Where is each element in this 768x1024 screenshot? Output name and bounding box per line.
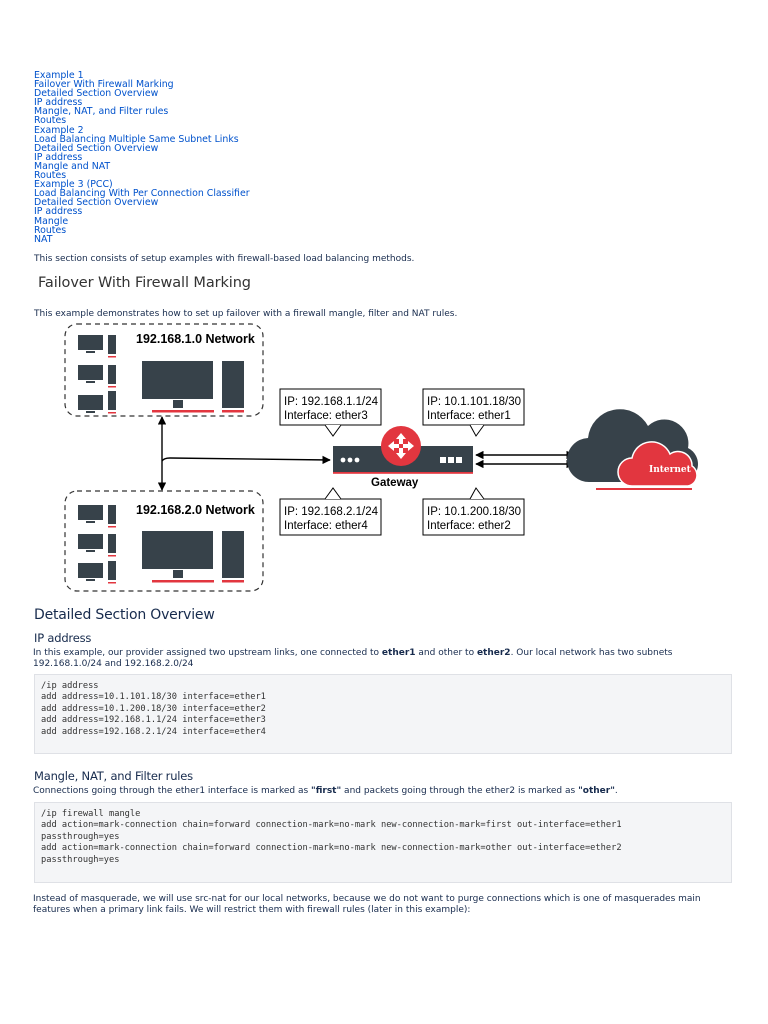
svg-text:Interface: ether1: Interface: ether1 [427,410,511,422]
interface-box-ether3: IP: 192.168.1.1/24 Interface: ether3 [280,389,381,436]
mangle-code-block[interactable]: /ip firewall mangle add action=mark-conn… [34,802,732,883]
internet-label: Internet [649,465,692,475]
svg-text:IP: 10.1.101.18/30: IP: 10.1.101.18/30 [427,396,521,408]
toc-link-routes[interactable]: Routes [34,226,250,235]
computer-icon [142,531,244,583]
ip-address-heading: IP address [34,631,91,645]
workstation-icon [78,335,116,414]
gateway-label: Gateway [371,477,419,489]
svg-text:IP: 192.168.2.1/24: IP: 192.168.2.1/24 [284,506,379,518]
workstation-icon [78,505,116,584]
intro-text: This section consists of setup examples … [34,254,414,264]
toc-link-nat[interactable]: NAT [34,235,250,244]
table-of-contents: Example 1 Failover With Firewall Marking… [34,71,250,244]
section-heading: Detailed Section Overview [34,607,215,623]
svg-text:IP: 192.168.1.1/24: IP: 192.168.1.1/24 [284,396,379,408]
network-diagram: 192.168.1.0 Network 192.168.2.0 Network [0,318,768,600]
toc-link-mangle-nat[interactable]: Mangle and NAT [34,162,250,171]
mangle-paragraph: Connections going through the ether1 int… [33,786,737,797]
srcnat-paragraph: Instead of masquerade, we will use src-n… [33,894,737,916]
svg-text:IP: 10.1.200.18/30: IP: 10.1.200.18/30 [427,506,521,518]
cloud-icon [567,409,698,490]
network-2-label: 192.168.2.0 Network [136,503,255,517]
network-1-label: 192.168.1.0 Network [136,332,255,346]
router-icon [333,426,473,474]
ip-address-code-block[interactable]: /ip address add address=10.1.101.18/30 i… [34,674,732,754]
computer-icon [142,361,244,413]
interface-box-ether1: IP: 10.1.101.18/30 Interface: ether1 [423,389,524,436]
toc-link-mangle[interactable]: Mangle [34,217,250,226]
svg-text:Interface: ether4: Interface: ether4 [284,520,368,532]
svg-text:Interface: ether2: Interface: ether2 [427,520,511,532]
ip-address-paragraph: In this example, our provider assigned t… [33,648,737,670]
svg-text:Interface: ether3: Interface: ether3 [284,410,368,422]
interface-box-ether2: IP: 10.1.200.18/30 Interface: ether2 [423,488,524,535]
interface-box-ether4: IP: 192.168.2.1/24 Interface: ether4 [280,488,381,535]
mangle-heading: Mangle, NAT, and Filter rules [34,769,193,783]
toc-link-mangle-nat-filter[interactable]: Mangle, NAT, and Filter rules [34,107,250,116]
failover-heading: Failover With Firewall Marking [38,275,251,291]
